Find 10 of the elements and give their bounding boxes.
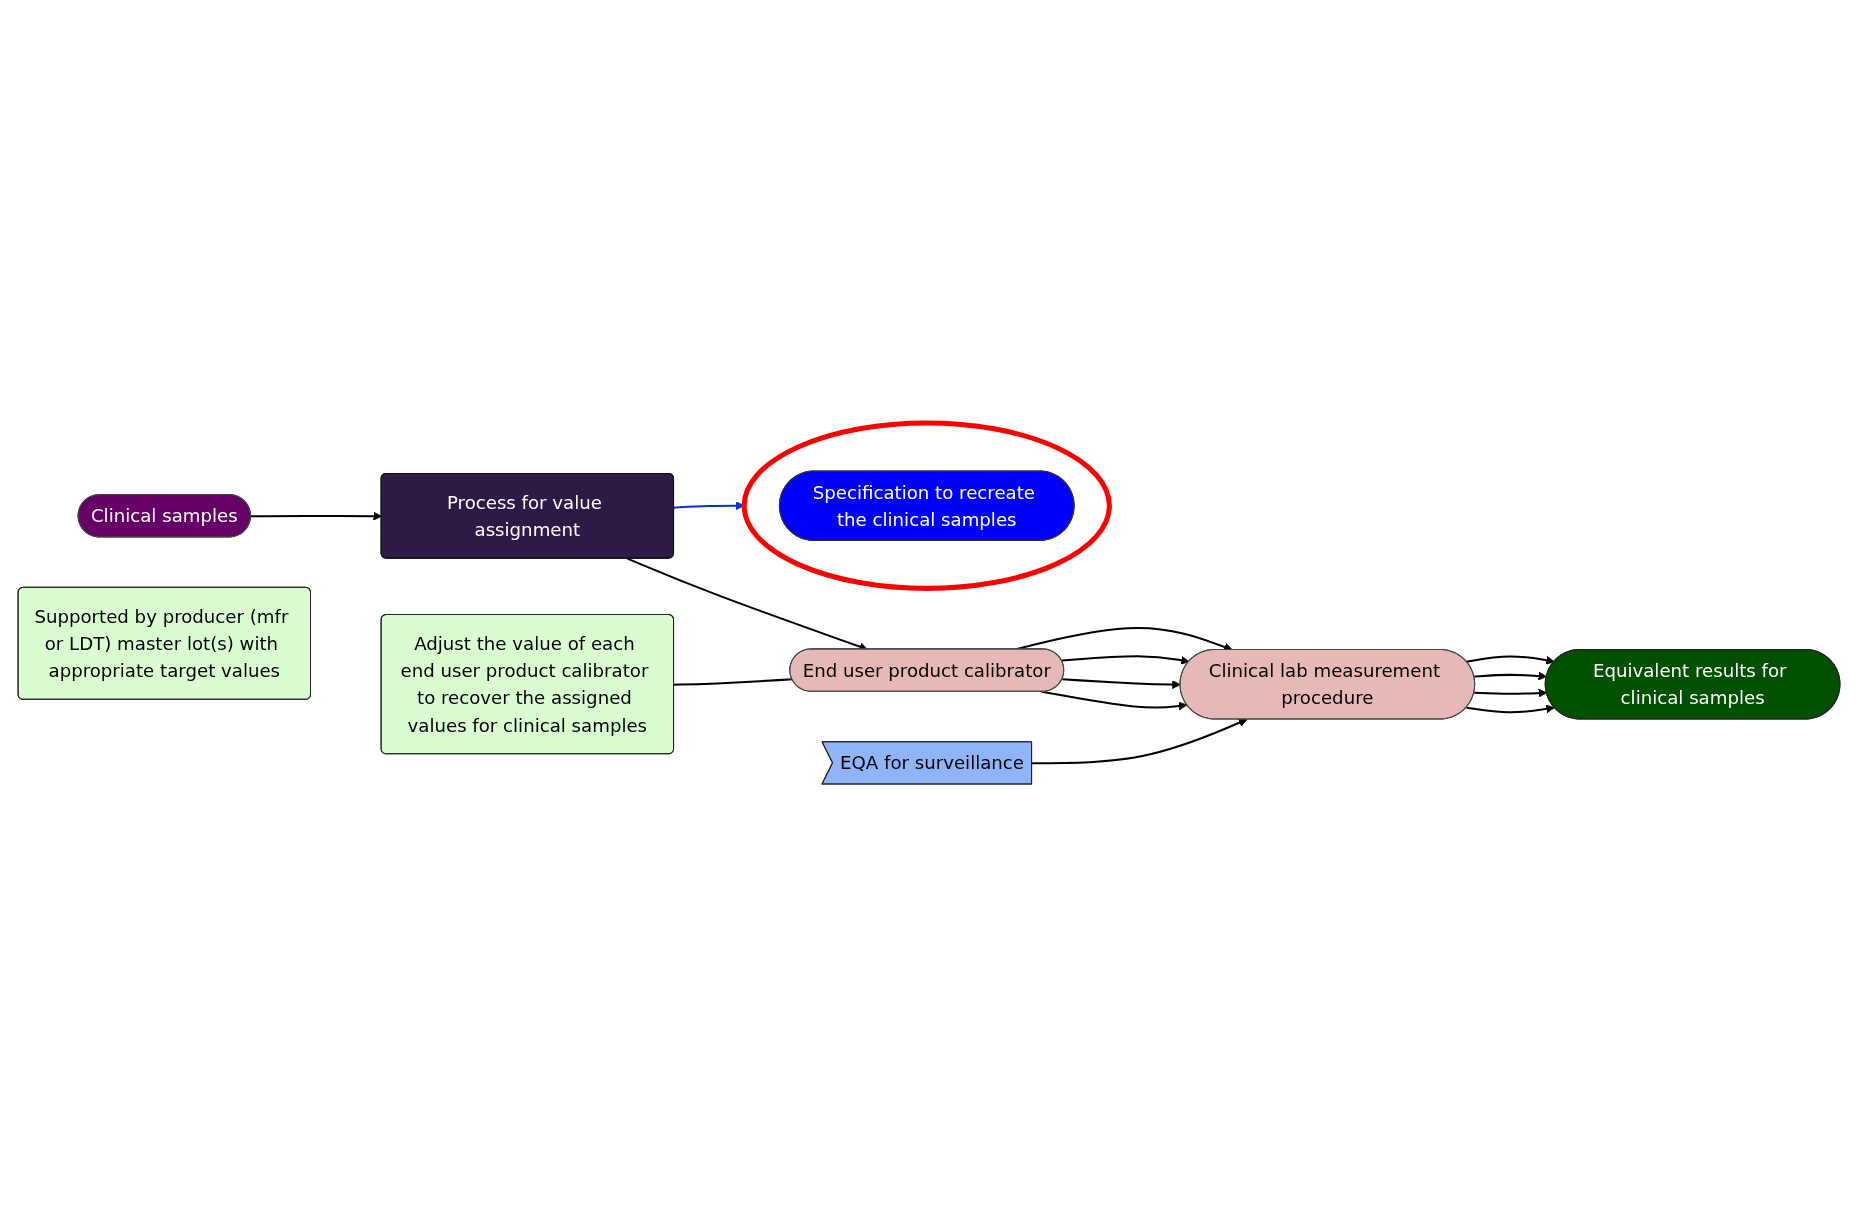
arrow <box>1474 688 1548 698</box>
arrow <box>1466 655 1555 665</box>
cluster <box>741 420 1112 591</box>
arrow <box>1466 704 1555 714</box>
arrow <box>250 511 382 521</box>
arrow <box>1041 690 1188 711</box>
arrow <box>1062 678 1181 689</box>
arrow <box>1061 655 1190 665</box>
connector <box>674 678 793 686</box>
arrow <box>1032 718 1248 765</box>
